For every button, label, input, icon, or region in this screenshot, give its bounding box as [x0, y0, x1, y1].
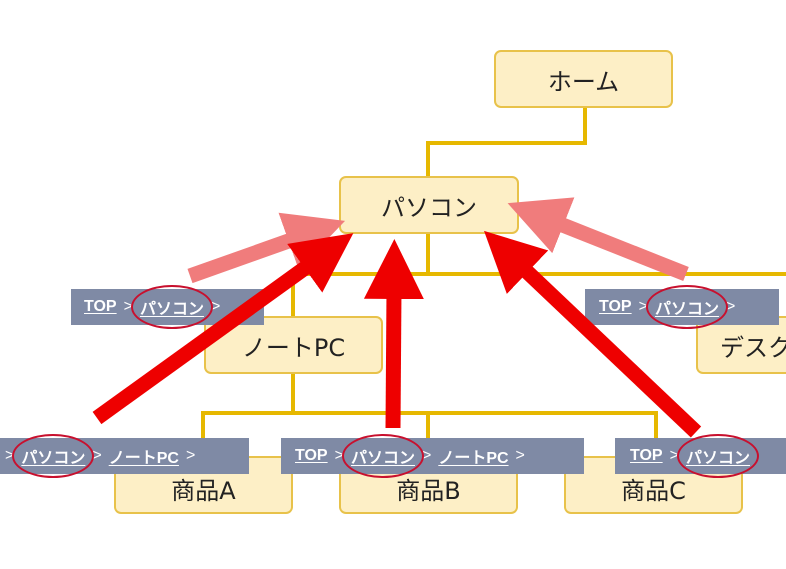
breadcrumb-separator: > [515, 447, 525, 464]
highlight-oval [341, 434, 424, 478]
breadcrumb-pasokon-right: TOP > パソコン > [585, 285, 779, 329]
breadcrumb-separator: > [92, 447, 102, 464]
breadcrumb-item-c: TOP > パソコン [615, 434, 786, 478]
breadcrumb-pasokon-link[interactable]: パソコン [645, 285, 728, 329]
breadcrumb-separator: > [334, 447, 344, 464]
breadcrumb-separator: > [725, 298, 736, 315]
breadcrumb-pasokon-link[interactable]: パソコン [341, 434, 424, 478]
breadcrumb-note-pc-link[interactable]: ノートPC [108, 450, 179, 467]
breadcrumb-top-link[interactable]: TOP [295, 447, 328, 464]
breadcrumb-item-a: > パソコン > ノートPC > [0, 434, 249, 478]
node-pasokon: パソコン [339, 176, 519, 234]
breadcrumb-separator: > [185, 447, 196, 464]
breadcrumb-pasokon-link[interactable]: パソコン [12, 434, 95, 478]
breadcrumb-pasokon-left: TOP > パソコン > [71, 285, 264, 329]
breadcrumb-pasokon-link[interactable]: パソコン [676, 434, 759, 478]
connector-home-pasokon [426, 108, 587, 178]
tree-connectors [201, 108, 786, 458]
breadcrumb-top-link[interactable]: TOP [599, 298, 632, 315]
breadcrumb-separator: > [5, 447, 15, 464]
breadcrumb-top-link[interactable]: TOP [630, 447, 663, 464]
highlight-oval [676, 434, 759, 478]
highlight-oval [130, 285, 213, 329]
breadcrumb-pasokon-link[interactable]: パソコン [130, 285, 213, 329]
breadcrumb-top-link[interactable]: TOP [84, 298, 117, 315]
highlight-oval [645, 285, 728, 329]
breadcrumb-note-pc-link[interactable]: ノートPC [438, 450, 509, 467]
node-desktop-label: デスク [720, 333, 786, 362]
breadcrumb-separator: > [421, 447, 432, 464]
node-home: ホーム [494, 50, 673, 108]
breadcrumb-separator: > [669, 447, 679, 464]
highlight-oval [12, 434, 95, 478]
breadcrumb-item-b: TOP > パソコン > ノートPC > [281, 434, 584, 478]
